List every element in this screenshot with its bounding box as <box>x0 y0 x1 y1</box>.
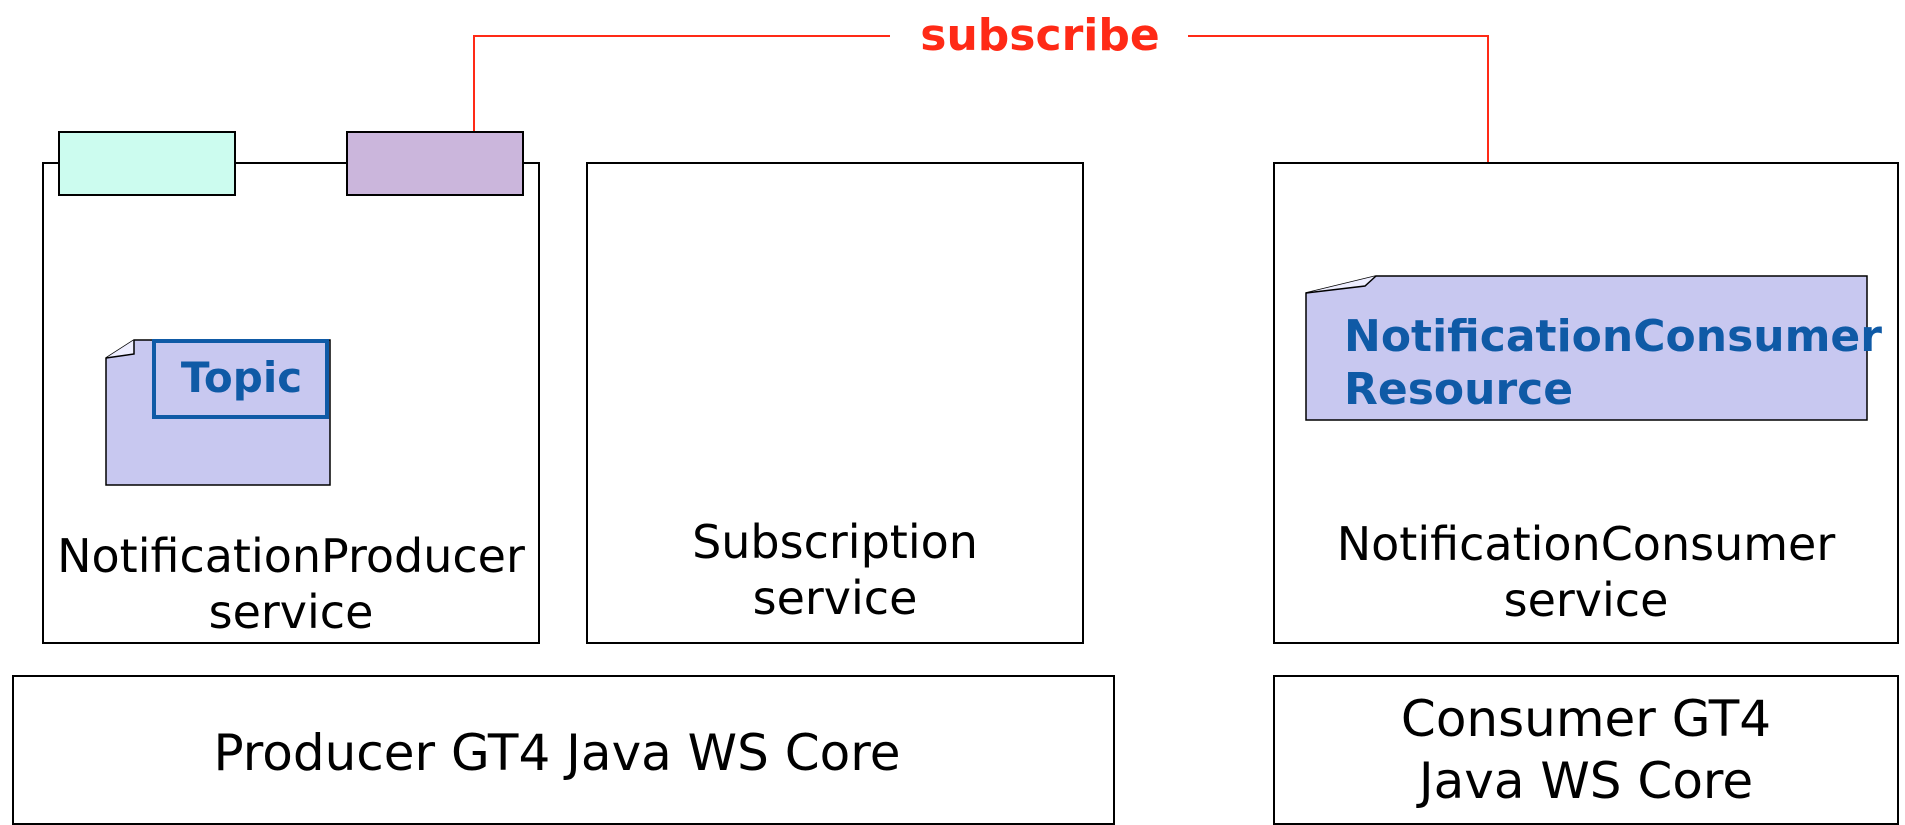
consumer-service-line1: NotificationConsumer <box>1336 517 1836 571</box>
producer-service-line1: NotificationProducer <box>57 529 525 583</box>
subscription-service-box <box>586 162 1084 644</box>
producer-service-line2: service <box>208 585 374 640</box>
consumer-core-box <box>1273 675 1899 825</box>
producer-port-tab-left <box>58 131 236 196</box>
consumer-service-line2: service <box>1503 573 1669 628</box>
notification-consumer-resource-label: NotificationConsumer Resource <box>1344 310 1884 416</box>
consumer-core-label: Consumer GT4 Java WS Core <box>1273 688 1899 812</box>
subscription-service-line2: service <box>752 571 918 626</box>
subscription-service-line1: Subscription <box>692 515 978 569</box>
subscribe-label: subscribe <box>920 10 1160 61</box>
consumer-core-line1: Consumer GT4 <box>1400 690 1772 748</box>
consumer-resource-line2: Resource <box>1344 364 1574 415</box>
producer-port-tab-right <box>346 131 524 196</box>
notification-consumer-service-label: NotificationConsumer service <box>1273 516 1899 628</box>
topic-box <box>152 339 329 419</box>
producer-core-label: Producer GT4 Java WS Core <box>213 724 901 782</box>
subscribe-connector <box>1188 35 1489 162</box>
notification-producer-service-label: NotificationProducer service <box>36 528 546 640</box>
topic-label: Topic <box>180 353 303 402</box>
consumer-resource-line1: NotificationConsumer <box>1344 311 1882 362</box>
producer-core-box <box>12 675 1115 825</box>
subscription-service-label: Subscription service <box>586 514 1084 626</box>
consumer-core-line2: Java WS Core <box>1418 752 1754 810</box>
